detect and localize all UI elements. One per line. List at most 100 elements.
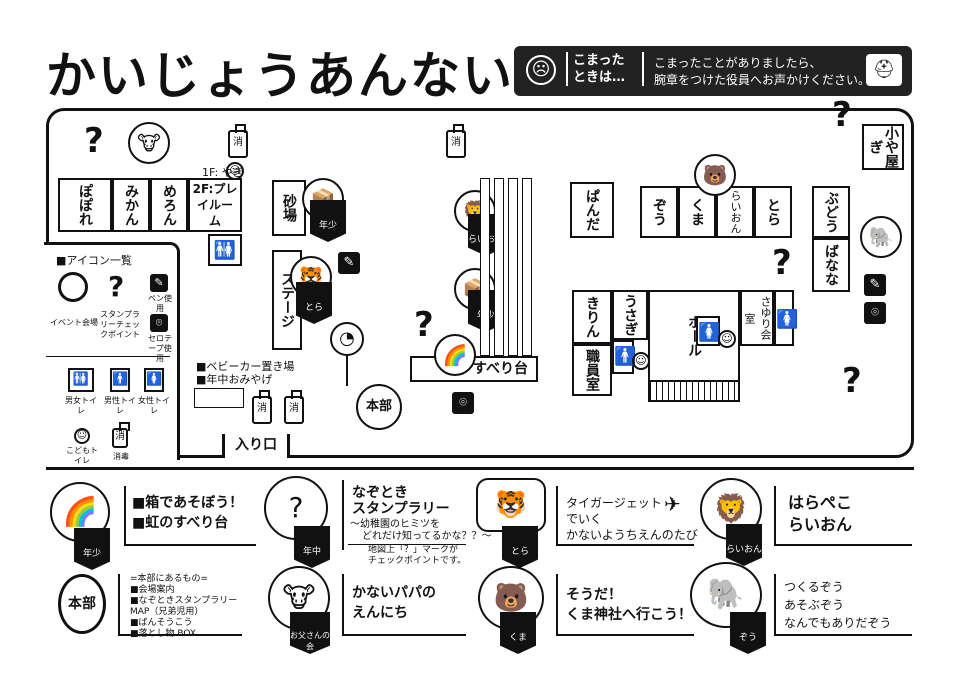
legend-title: ■アイコン一覧 [56,254,132,267]
pen-icon: ✎ [150,274,168,292]
room-sayuri[interactable]: さゆり会室 [740,290,774,346]
room-sunaba[interactable]: 砂場 [272,180,306,236]
room-kuma[interactable]: くま [678,186,716,238]
honbu-icon: 本部 [58,574,106,634]
card-divider [342,480,344,550]
help-text-line1: こまったことがありましたら、 [654,56,822,70]
entrance[interactable]: 入り口 [222,434,290,458]
help-label-line2: ときは… [573,70,626,85]
worried-face-icon: ☹ [526,55,556,85]
room-kirin[interactable]: きりん [572,290,612,344]
nenchu-sub1: 〜幼稚園のヒミツを [350,519,440,530]
nensho-badge: 年少 [310,200,346,242]
card-divider [556,486,558,544]
zou-badge: ぞう [730,612,766,654]
room-tora[interactable]: とら [754,186,792,238]
tora-line3: かないようちえんのたび [566,528,698,542]
room-koyagi[interactable]: 小や屋ぎ [862,124,904,170]
card-underline [556,544,694,546]
kuma-line1: そうだ！ [566,587,622,603]
card-underline [774,544,912,546]
honbu-map-marker[interactable]: 本部 [356,384,402,430]
legend-toilet-m: 男性トイレ [104,396,136,415]
room-play-room[interactable]: 2F:プレイルーム [188,178,242,232]
room-usagi[interactable]: うさぎ [612,290,648,340]
toilet-male-icon: 🚹 [612,340,636,374]
sanitizer-icon: 消 [252,390,272,424]
nenchu-title2: スタンプラリー [352,501,450,517]
stamp-checkpoint-icon[interactable]: ? [84,121,104,161]
room-panda[interactable]: ぱんだ [570,182,614,238]
help-label-line1: こまった [573,53,625,68]
kids-toilet-icon: ☺ [718,330,736,348]
stroller-area [194,388,244,408]
nensho-line2: ■虹のすべり台 [132,515,229,531]
zou-line3: なんでもありだぞう [784,616,892,630]
toilet-female-icon: 🚺 [696,316,720,346]
zou-line1: つくるぞう [784,580,844,594]
zou-line2: あそぶぞう [784,598,845,612]
honbu-item: ■なぞときスタンプラリー [130,596,238,606]
honbu-list: =本部にあるもの= ■会場案内 ■なぞときスタンプラリー MAP（兄弟児用） ■… [130,574,237,640]
tape-icon: ⌾ [452,392,474,414]
clock-pole [346,356,348,386]
stamp-checkpoint-icon[interactable]: ? [414,305,434,345]
legend-divider [46,356,170,357]
stamp-checkpoint-icon[interactable]: ? [772,243,792,283]
raion-badge: らいおん [726,524,762,566]
room-zou[interactable]: ぞう [640,186,678,238]
legend-pen: ペン使用 [148,294,172,313]
sanitizer-icon: 消 [112,422,130,448]
clock-icon: ◔ [330,322,364,356]
nenchu-sub2: どれだけ知ってるかな？？〜 [362,531,492,542]
card-underline [556,634,694,636]
honbu-item: ■ばんそうこう [130,618,193,628]
room-popore[interactable]: ぽぽれ [58,178,112,232]
paper-plane-icon: ✈ [664,492,681,516]
tora-mascot-icon: 🐯 [476,478,546,532]
toilet-female-icon: 🚺 [144,368,164,392]
honbu-item: ■会場案内 [130,585,175,595]
room-meron[interactable]: めろん [150,178,188,232]
room-shokuin[interactable]: 職員室 [572,344,612,396]
legend-tape: セロテープ使用 [148,334,172,363]
slide-structure [480,178,532,356]
card-divider [342,574,344,634]
room-raion[interactable]: らいおん [716,186,754,238]
room-budou[interactable]: ぶどう [812,186,850,238]
stamp-checkpoint-icon[interactable]: ? [842,361,862,401]
room-mikan[interactable]: みかん [112,178,150,232]
stroller-area-label: ■ベビーカー置き場 ■年中おみやげ [196,360,294,386]
page-title: かいじょうあんない [46,47,514,105]
help-text: こまったことがありましたら、 腕章をつけた役員へお声かけください。 [654,54,870,88]
stroller-line2: ■年中おみやげ [196,373,273,386]
raion-line1: はらぺこ [788,493,853,512]
sanitizer-icon: 消 [228,124,248,158]
toilet-all-icon: 🚻 [68,368,94,392]
nenchu-title1: なぞとき [352,485,408,501]
legend-toilet-f: 女性トイレ [138,396,170,415]
event-venue-icon [58,272,88,302]
card-divider [774,574,776,634]
legend-toilet-kids: こどもトイレ [66,446,98,465]
kuma-line2: くま神社へ行こう！ [566,607,692,623]
toilet-female-icon: 🚺 [774,290,798,346]
armband-icon: ⛑ [866,54,902,86]
room-banana[interactable]: ばなな [812,238,850,292]
card-underline [124,544,256,546]
rainbow-slide-icon: 🌈 [434,334,476,376]
card-divider [118,574,120,634]
tora-badge: とら [502,526,538,568]
card-divider [124,486,126,544]
section-divider [46,467,914,470]
help-text-line2: 腕章をつけた役員へお声かけください。 [654,73,871,87]
stroller-line1: ■ベビーカー置き場 [196,360,295,373]
card-divider [556,574,558,634]
card-underline [342,634,466,636]
raion-line2: らいおん [788,515,853,534]
pen-icon: ✎ [864,274,886,296]
card-underline [348,544,466,545]
stamp-checkpoint-icon: ? [108,270,125,303]
stamp-checkpoint-icon[interactable]: ? [832,95,852,135]
toilet-male-icon: 🚹 [110,368,130,392]
